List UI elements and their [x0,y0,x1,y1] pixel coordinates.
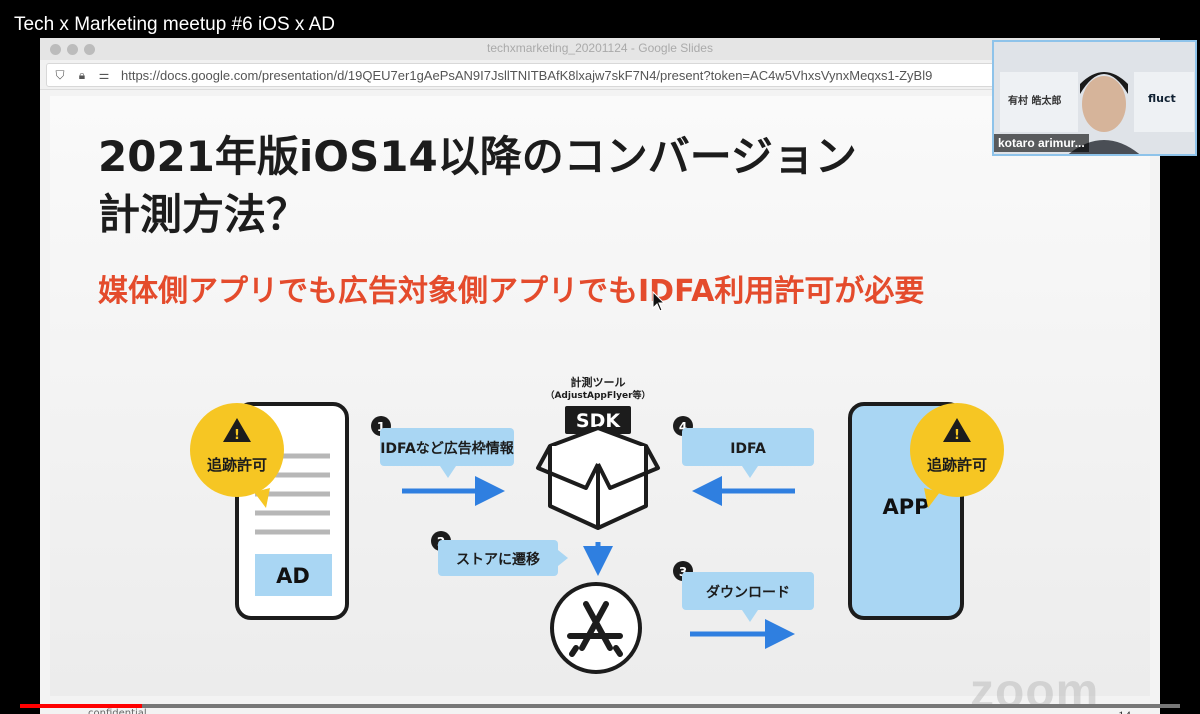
app-label: APP [882,495,929,519]
tool-label: 計測ツール [571,375,626,389]
mouse-cursor-icon [653,292,664,311]
step-2: 2 ストアに遷移 [431,531,598,576]
shield-icon[interactable]: ⛉ [51,68,69,83]
speaker-video[interactable]: 有村 皓太郎 fluct kotaro arimur... [992,40,1197,156]
speaker-nameplate: 有村 皓太郎 [1008,92,1061,107]
confidential-label: confidential [88,708,147,714]
step-4-text: IDFA [730,441,766,457]
app-store-icon [552,584,640,672]
left-warning-label: 追跡許可 [207,456,267,474]
step-2-text: ストアに遷移 [456,551,540,568]
step-3: 3 ダウンロード [673,561,814,634]
step-1: 1 IDFAなど広告枠情報 [371,416,515,491]
sdk-box-icon: SDK [538,406,658,528]
lock-icon[interactable]: 🔒︎ [73,68,91,83]
video-progress-bar[interactable] [20,704,1180,708]
presentation-slide: 2021年版iOS14以降のコンバージョン 計測方法？ 媒体側アプリでも広告対象… [50,96,1150,696]
ad-label: AD [276,564,310,588]
speaker-name: kotaro arimur... [994,134,1089,152]
svg-text:!: ! [234,428,240,443]
video-title: Tech x Marketing meetup #6 iOS x AD [14,14,335,36]
step-3-text: ダウンロード [706,584,790,601]
step-4: 4 IDFA [673,416,814,491]
page-number: 14 [1118,708,1131,714]
permissions-icon[interactable]: ⚌ [95,68,113,82]
svg-text:!: ! [954,428,960,443]
conversion-flow-diagram: AD ! 追跡許可 APP ! 追跡許可 計測ツール [50,96,1150,696]
url-text[interactable]: https://docs.google.com/presentation/d/1… [121,68,932,83]
step-1-text: IDFAなど広告枠情報 [380,440,515,457]
url-field[interactable]: ⛉ 🔒︎ ⚌ https://docs.google.com/presentat… [46,63,1156,87]
right-warning-label: 追跡許可 [927,456,987,474]
fluct-logo: fluct [1148,92,1176,105]
tool-sublabel: （AdjustAppFlyer等） [545,389,650,401]
video-progress-fill [20,704,142,708]
